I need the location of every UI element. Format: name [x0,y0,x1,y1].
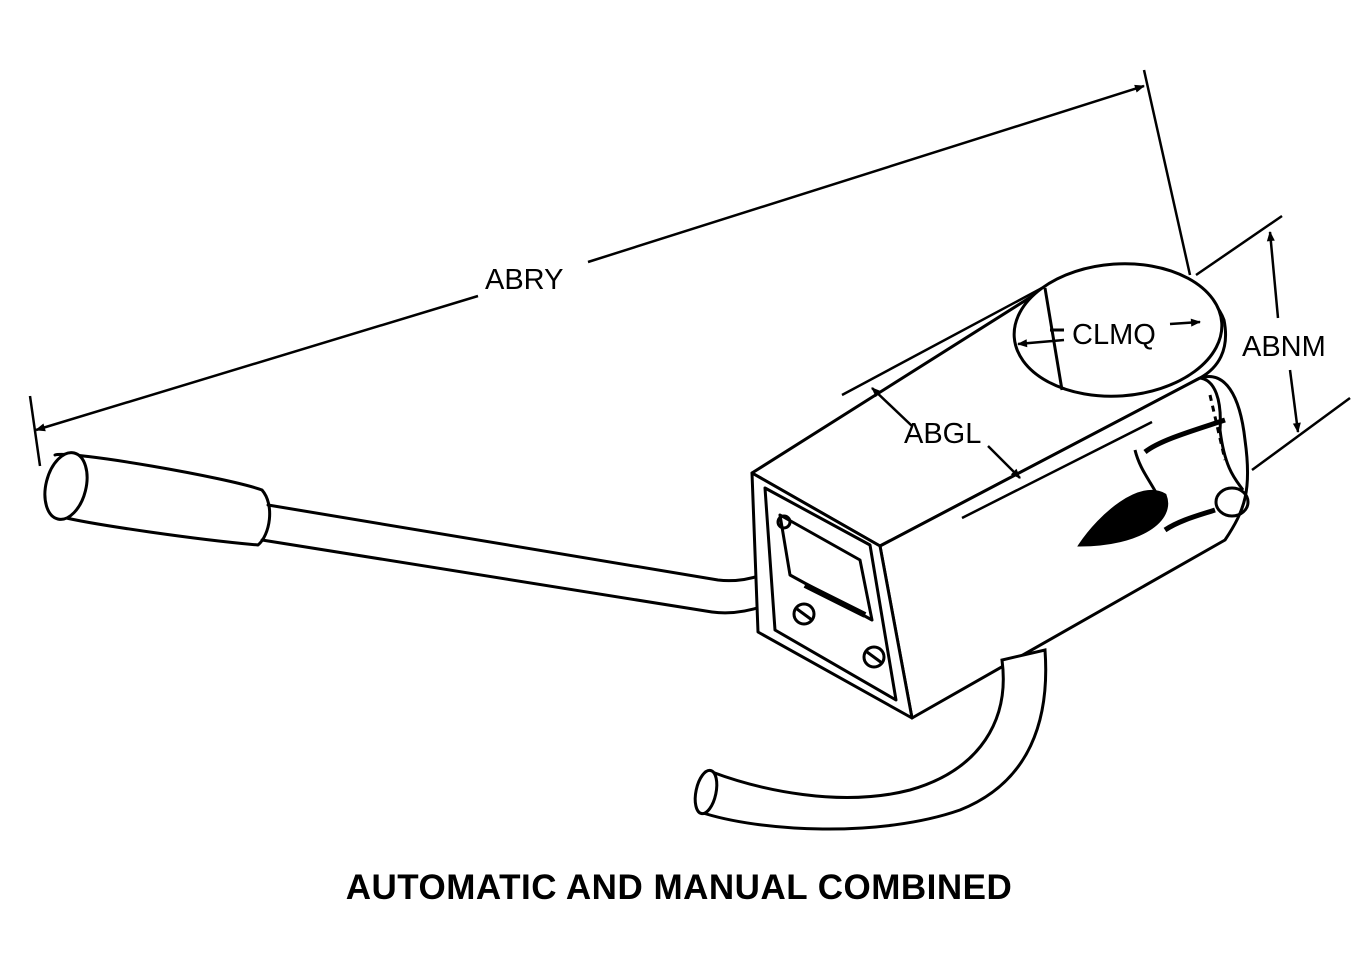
top-opening [1012,262,1224,398]
label-abry: ABRY [485,264,563,296]
side-mechanism [1077,376,1250,547]
handle-lever [43,451,814,615]
figure-caption: AUTOMATIC AND MANUAL COMBINED [345,868,1013,907]
cable [693,648,1048,831]
dimension-labels: ABRY CLMQ ABNM ABGL [485,264,1326,450]
label-abgl: ABGL [904,418,981,450]
label-abnm: ABNM [1242,331,1326,363]
dimension-lines [28,69,1351,520]
label-clmq: CLMQ [1072,319,1156,351]
